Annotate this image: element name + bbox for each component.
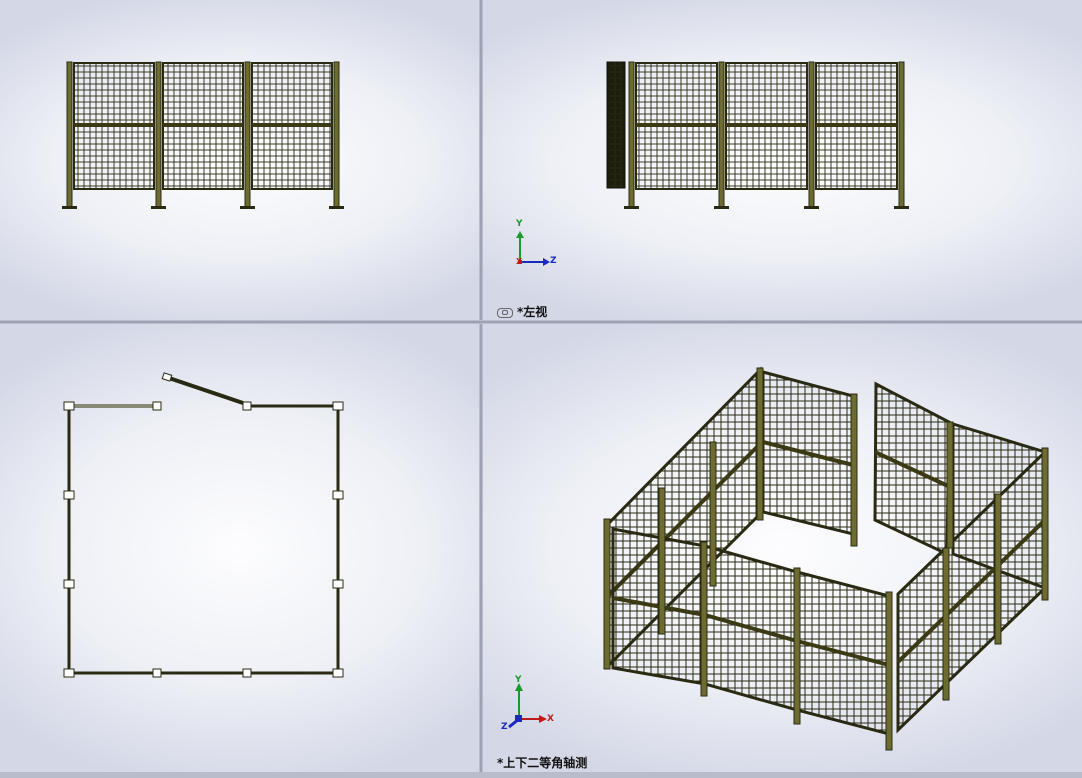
fence-post <box>155 61 162 209</box>
viewport-left[interactable]: Y Z X *左视 <box>483 0 1082 320</box>
triad-y-label: Y <box>515 675 522 685</box>
viewport-top[interactable] <box>0 324 479 772</box>
axis-triad <box>516 231 550 266</box>
viewport-label-left: *左视 <box>497 303 547 320</box>
triad-y-label: Y <box>516 219 523 229</box>
iso-view-drawing <box>603 366 1049 751</box>
view-name: *左视 <box>517 305 548 319</box>
viewport-front[interactable] <box>0 0 479 320</box>
fence-post <box>66 61 73 209</box>
viewport-splitter-horizontal[interactable] <box>0 320 1082 324</box>
post-markers <box>63 372 344 678</box>
viewport-splitter-vertical[interactable] <box>479 0 483 772</box>
mesh-panel <box>703 544 799 712</box>
mesh-panel <box>795 570 891 736</box>
mesh-panel <box>725 62 808 190</box>
mesh-panel <box>815 62 898 190</box>
mesh-panel <box>73 62 155 190</box>
triad-x-label: X <box>547 714 554 724</box>
viewport-label-iso: *上下二等角轴测 <box>497 756 588 770</box>
link-icon <box>497 307 513 318</box>
fence-post <box>898 61 905 209</box>
mesh-panel <box>162 62 244 190</box>
front-view-drawing <box>62 61 344 209</box>
fence-post <box>718 61 725 209</box>
triad-z-label: Z <box>550 256 557 266</box>
left-view-drawing <box>516 61 909 266</box>
axis-triad <box>508 683 547 729</box>
triad-x-label: X <box>516 257 523 266</box>
fence-posts <box>603 367 1049 751</box>
status-bar <box>0 772 1082 778</box>
triad-z-label: Z <box>501 722 508 732</box>
fence-post <box>628 61 635 209</box>
fence-post <box>808 61 815 209</box>
mesh-panel <box>635 62 718 190</box>
fence-post <box>244 61 251 209</box>
mesh-panel <box>251 62 333 190</box>
mesh-panel <box>761 370 855 536</box>
fence-post <box>333 61 340 209</box>
door-panel <box>873 381 951 557</box>
viewport-iso[interactable]: Y X Z *上下二等角轴测 <box>483 324 1082 772</box>
top-view-drawing <box>63 372 344 678</box>
